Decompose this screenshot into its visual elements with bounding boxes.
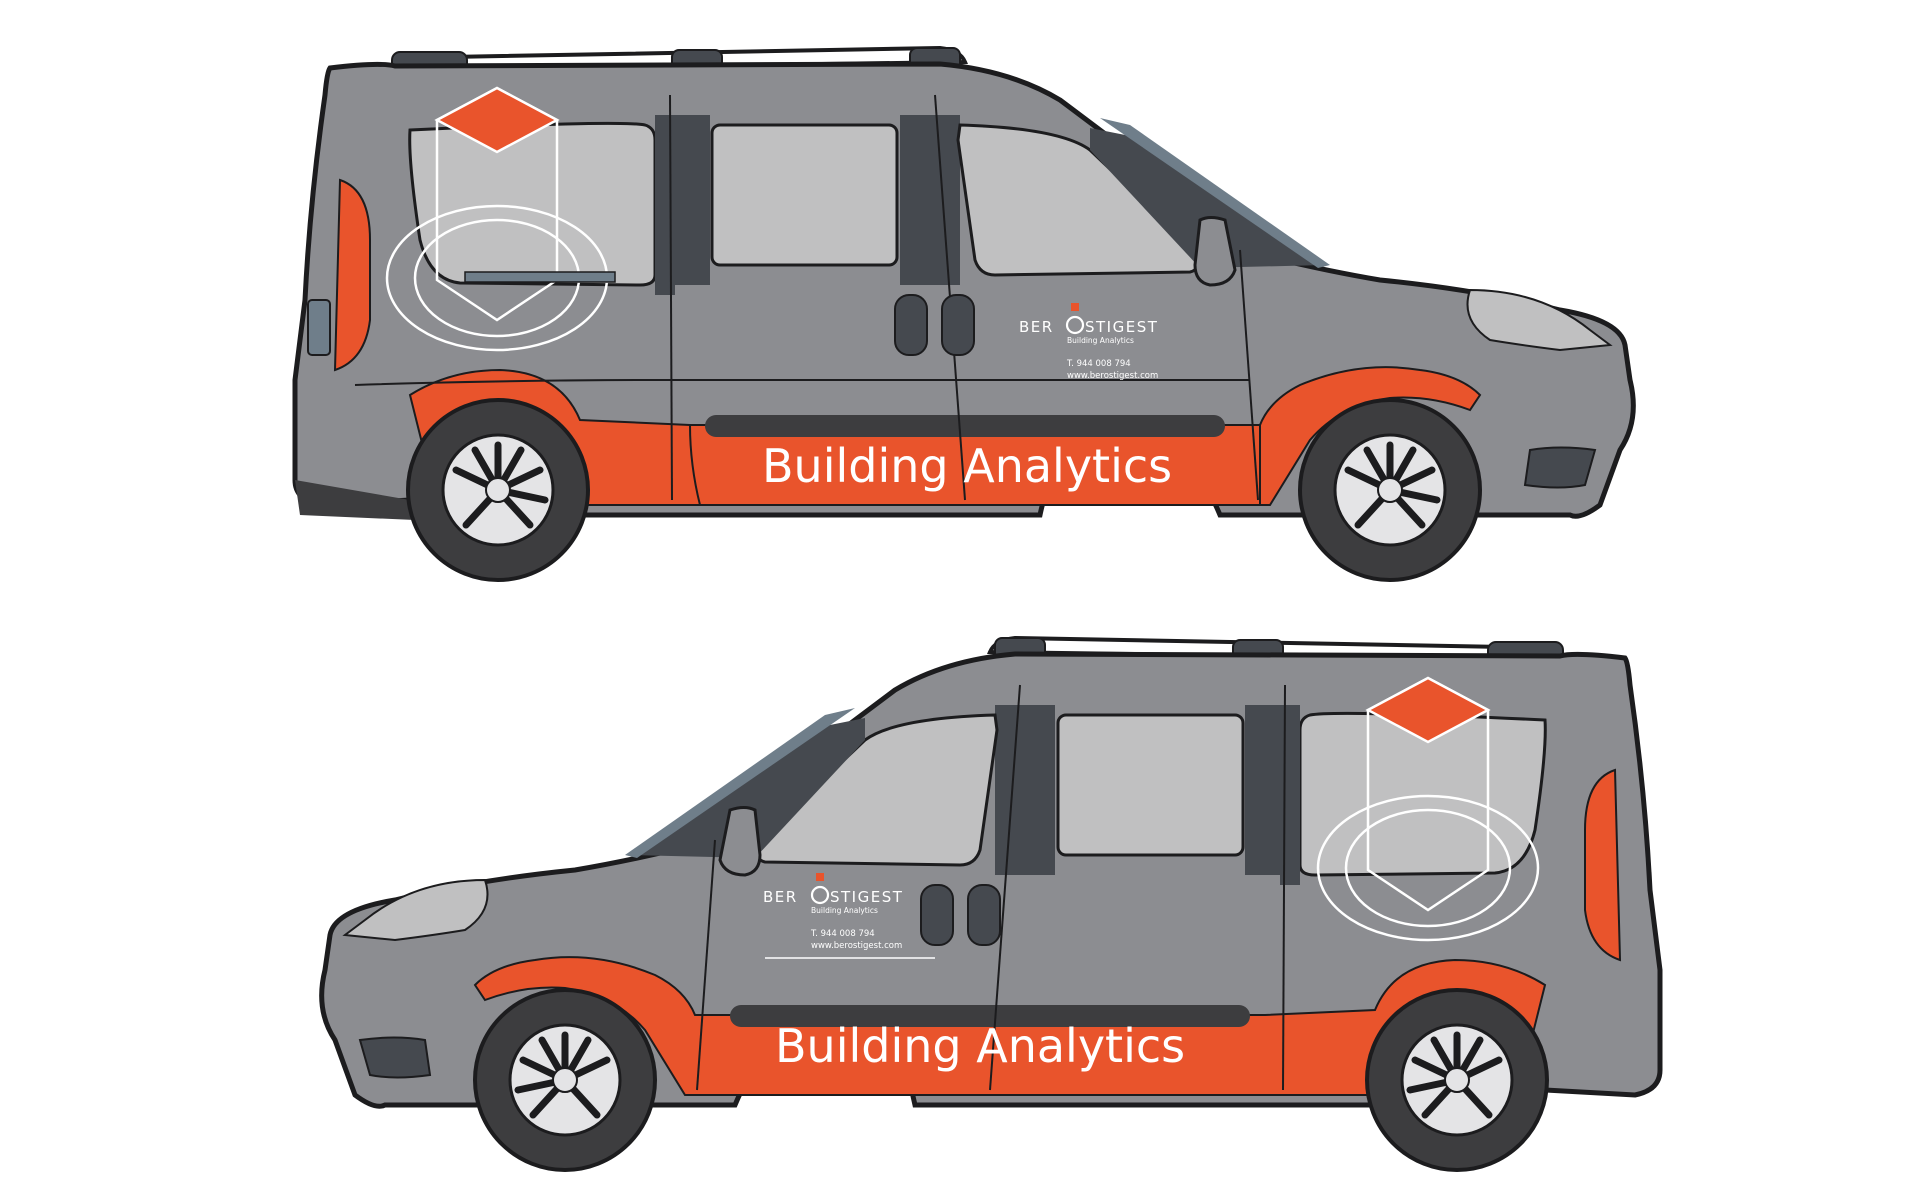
tail-light [1584,768,1622,962]
logo-mark-icon [1071,303,1079,311]
rear-wheel [406,398,590,582]
logo-mark-icon [816,873,824,881]
fog-light [358,1036,432,1079]
door-handle [967,884,1001,946]
headlight [342,878,489,942]
door-handle [894,294,928,356]
brand-logo: BER STIGEST Building Analytics T. 944 00… [763,873,935,959]
side-rub-strip [705,415,1225,437]
logo-brand-suffix: STIGEST [1085,318,1158,336]
door-handle [920,884,954,946]
hexagon-graphic [1316,676,1540,942]
side-rub-strip [730,1005,1250,1027]
van-illustration: BER STIGEST Building Analytics T. 944 00… [319,635,1663,1172]
side-mirror [718,806,762,877]
middle-window [710,123,899,267]
rear-window [408,121,657,287]
brand-logo: BER STIGEST Building Analytics T. 944 00… [1019,303,1158,381]
front-wheel [1298,398,1482,582]
middle-window [1056,713,1245,857]
logo-website: www.berostigest.com [1067,371,1158,381]
logo-brand-prefix: BER [1019,318,1054,336]
logo-website: www.berostigest.com [811,941,902,951]
logo-phone: T. 944 008 794 [1066,359,1131,369]
side-mirror [1193,216,1237,287]
front-wheel [473,988,657,1172]
van-illustration: BER STIGEST Building Analytics T. 944 00… [292,45,1636,582]
logo-brand-prefix: BER [763,888,798,906]
lower-trim [295,480,415,520]
logo-phone: T. 944 008 794 [810,929,875,939]
van-livery-right-side: BER STIGEST Building Analytics T. 944 00… [292,45,1636,582]
door-handle [941,294,975,356]
logo-brand-suffix: STIGEST [830,888,903,906]
fog-light [1523,446,1597,489]
tail-light [333,178,371,372]
rear-wheel [1365,988,1549,1172]
headlight [1466,288,1613,352]
logo-tagline: Building Analytics [811,906,878,915]
slogan-text: Building Analytics [775,1019,1185,1073]
logo-tagline: Building Analytics [1067,336,1134,345]
van-livery-left-side: BER STIGEST Building Analytics T. 944 00… [0,560,1920,1172]
slogan-text: Building Analytics [762,439,1172,493]
